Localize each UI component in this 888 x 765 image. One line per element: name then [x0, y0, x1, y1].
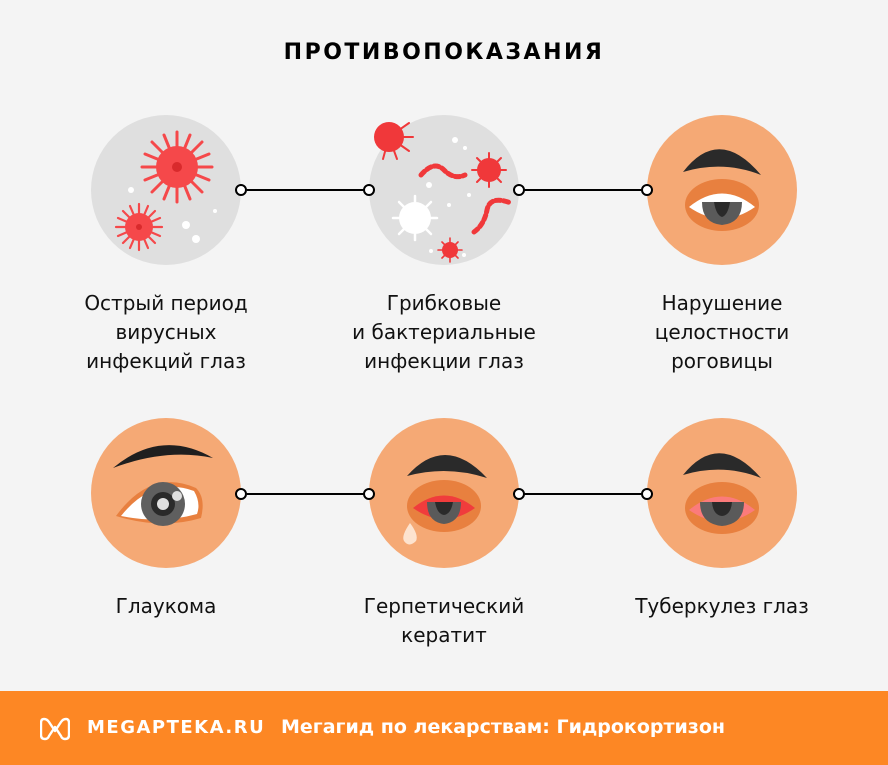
label-line: кератит	[401, 623, 487, 647]
eye-cornea-icon	[647, 115, 797, 265]
item-label-glaucoma: Глаукома	[46, 592, 286, 621]
connector-line	[524, 189, 644, 191]
label-line: Нарушение	[661, 291, 783, 315]
connector-dot	[235, 488, 247, 500]
connector-dot	[513, 184, 525, 196]
virus-icon	[91, 115, 241, 265]
label-line: инфекций глаз	[86, 349, 246, 373]
label-line: целостности	[654, 320, 790, 344]
brand-name[interactable]: MEGAPTEKA.RU	[87, 717, 266, 738]
eye-glaucoma-icon	[91, 418, 241, 568]
item-label-tuberculosis: Туберкулез глаз	[602, 592, 842, 621]
connector-dot	[363, 488, 375, 500]
item-label-acute-viral: Острый период вирусных инфекций глаз	[46, 289, 286, 376]
label-line: Туберкулез глаз	[635, 594, 809, 618]
connector-dot	[235, 184, 247, 196]
eye-tear-icon	[369, 418, 519, 568]
item-label-herpetic-keratitis: Герпетический кератит	[324, 592, 564, 650]
item-label-fungal-bacterial: Грибковые и бактериальные инфекции глаз	[324, 289, 564, 376]
label-line: Герпетический	[363, 594, 525, 618]
connector-line	[247, 189, 367, 191]
label-line: роговицы	[671, 349, 773, 373]
connector-line	[247, 493, 367, 495]
connector-line	[524, 493, 644, 495]
megapteka-logo-icon[interactable]	[40, 715, 70, 741]
label-line: Грибковые	[386, 291, 502, 315]
connector-dot	[363, 184, 375, 196]
item-label-cornea: Нарушение целостности роговицы	[602, 289, 842, 376]
label-line: и бактериальные	[352, 320, 536, 344]
label-line: Глаукома	[115, 594, 217, 618]
label-line: Острый период	[84, 291, 248, 315]
connector-dot	[641, 184, 653, 196]
bacteria-icon	[369, 115, 519, 265]
connector-dot	[641, 488, 653, 500]
label-line: вирусных	[115, 320, 217, 344]
page-title: ПРОТИВОПОКАЗАНИЯ	[283, 40, 605, 65]
connector-dot	[513, 488, 525, 500]
footer-bar: MEGAPTEKA.RU Мегагид по лекарствам: Гидр…	[0, 691, 888, 765]
eye-red-icon	[647, 418, 797, 568]
label-line: инфекции глаз	[364, 349, 524, 373]
footer-tagline: Мегагид по лекарствам: Гидрокортизон	[281, 716, 726, 738]
